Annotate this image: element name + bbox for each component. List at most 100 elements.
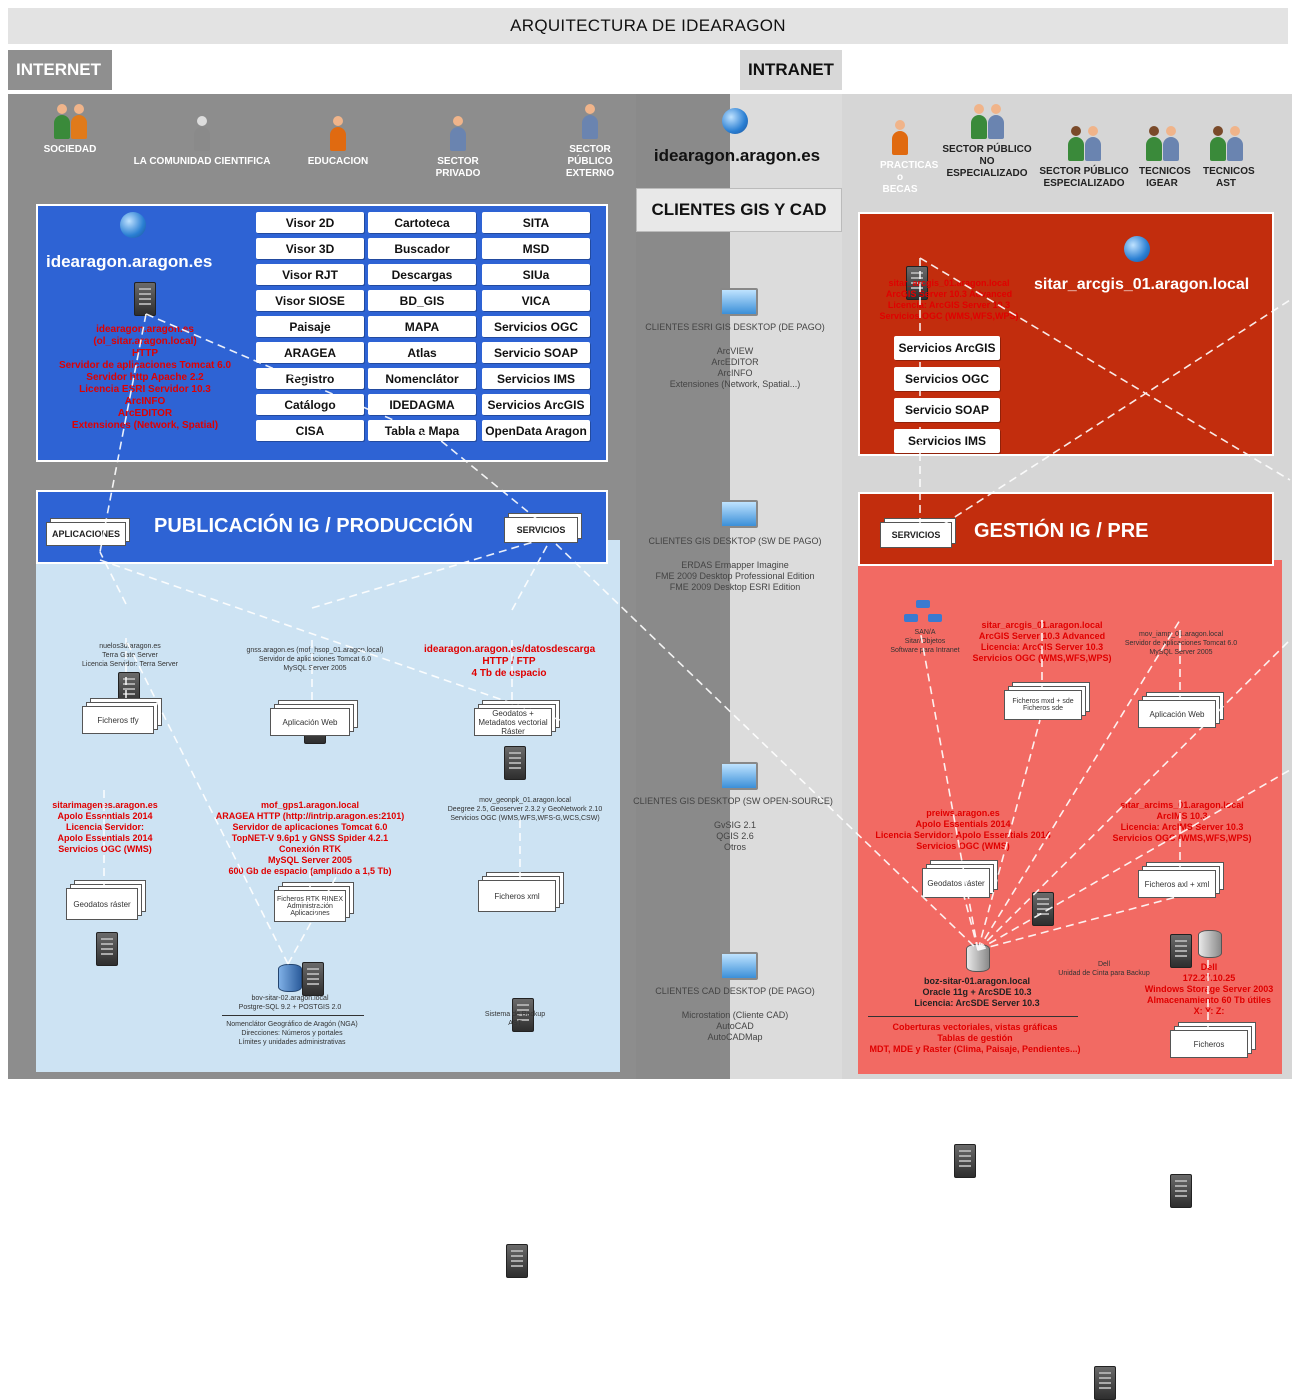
globe-icon bbox=[1124, 236, 1150, 262]
center-domain: idearagon.aragon.es bbox=[653, 146, 821, 165]
connection-lines bbox=[99, 257, 1291, 1030]
sitar-service-button[interactable]: Servicios IMS bbox=[894, 429, 1000, 453]
client-cad-title: CLIENTES CAD DESKTOP (DE PAGO) bbox=[655, 986, 815, 996]
link-line bbox=[99, 551, 127, 605]
app-col3-button[interactable]: Servicios ArcGIS bbox=[482, 394, 590, 415]
actor-educacion: EDUCACION bbox=[296, 116, 380, 168]
app-col3-button[interactable]: SITA bbox=[482, 212, 590, 233]
app-col2-button[interactable]: Tabla a Mapa bbox=[368, 420, 476, 441]
node-dell-cinta: Dell Unidad de Cinta para Backup bbox=[1058, 961, 1150, 977]
app-col1-button[interactable]: Visor SIOSE bbox=[256, 290, 364, 311]
management-title: GESTIÓN IG / PRE bbox=[974, 520, 1149, 542]
node-backup-ast: Sistema de Backup AST bbox=[484, 1011, 546, 1027]
app-col1-button[interactable]: Catálogo bbox=[256, 394, 364, 415]
doc-ficheros-mxd: Ficheros mxd + sde Ficheros sde bbox=[1004, 690, 1082, 720]
link-line bbox=[311, 539, 541, 609]
sitar-service-button[interactable]: Servicio SOAP bbox=[894, 398, 1000, 422]
actor-comunidad-cientifica: LA COMUNIDAD CIENTIFICA bbox=[122, 116, 282, 168]
app-col3-button[interactable]: MSD bbox=[482, 238, 590, 259]
database-icon bbox=[278, 964, 302, 992]
node-datosdescarga: idearagon.aragon.es/datosdescarga HTTP /… bbox=[424, 644, 596, 679]
app-col3-button[interactable]: Servicio SOAP bbox=[482, 342, 590, 363]
node-dell-storage: Dell 172.27.10.25 Windows Storage Server… bbox=[1144, 962, 1274, 1016]
app-col3-button[interactable]: Servicios IMS bbox=[482, 368, 590, 389]
clients-band-internet bbox=[636, 94, 730, 1079]
zone-label-internet: INTERNET bbox=[8, 50, 112, 90]
app-col3-button[interactable]: SIUa bbox=[482, 264, 590, 285]
people-icon bbox=[1067, 126, 1101, 162]
clients-band-intranet bbox=[730, 94, 842, 1079]
app-col2-button[interactable]: Atlas bbox=[368, 342, 476, 363]
app-col1-button[interactable]: Visor 2D bbox=[256, 212, 364, 233]
services-tag-pre: SERVICIOS bbox=[880, 522, 952, 548]
app-col2-button[interactable]: BD_GIS bbox=[368, 290, 476, 311]
app-col1-button[interactable]: Visor 3D bbox=[256, 238, 364, 259]
actor-sociedad: SOCIEDAD bbox=[30, 104, 110, 156]
link-line bbox=[99, 313, 147, 553]
sitar-service-button[interactable]: Servicios OGC bbox=[894, 367, 1000, 391]
doc-ficheros-axl: Ficheros axl + xml bbox=[1138, 870, 1216, 898]
app-col2-button[interactable]: Cartoteca bbox=[368, 212, 476, 233]
node-gnss: gnss.aragon.es (mof_hsop_01.aragon.local… bbox=[246, 647, 384, 672]
divider bbox=[868, 1016, 1078, 1017]
link-line bbox=[919, 257, 1291, 481]
actor-label: TECNICOS AST bbox=[1203, 166, 1255, 189]
sitar-service-button[interactable]: Servicios ArcGIS bbox=[894, 336, 1000, 360]
link-line bbox=[963, 895, 979, 951]
link-line bbox=[977, 719, 1041, 951]
app-col2-button[interactable]: Buscador bbox=[368, 238, 476, 259]
publication-zone bbox=[36, 540, 620, 1072]
node-boz-sitar-01-desc: Coberturas vectoriales, vistas gráficas … bbox=[869, 1022, 1081, 1054]
actor-label: EDUCACION bbox=[307, 156, 369, 167]
person-icon bbox=[194, 116, 210, 152]
server-icon bbox=[118, 672, 140, 706]
monitor-icon bbox=[720, 288, 758, 316]
app-col2-button[interactable]: IDEDAGMA bbox=[368, 394, 476, 415]
monitor-icon bbox=[720, 762, 758, 790]
doc-geodatos-metadatos: Geodatos + Metadatos vectorial Ráster bbox=[474, 708, 552, 736]
app-col2-button[interactable]: Nomenclátor bbox=[368, 368, 476, 389]
app-col3-button[interactable]: OpenData Aragon bbox=[482, 420, 590, 441]
node-boz-sitar-01: boz-sitar-01.aragon.local Oracle 11g + A… bbox=[914, 976, 1040, 1008]
person-icon bbox=[892, 120, 908, 156]
app-col2-button[interactable]: MAPA bbox=[368, 316, 476, 337]
app-col1-button[interactable]: CISA bbox=[256, 420, 364, 441]
actor-sector-publico-externo: SECTOR PÚBLICO EXTERNO bbox=[550, 104, 630, 180]
link-line bbox=[977, 619, 1181, 951]
client-gis-pago-items: ERDAS Ermapper Imagine FME 2009 Desktop … bbox=[655, 560, 815, 592]
client-esri-title: CLIENTES ESRI GIS DESKTOP (DE PAGO) bbox=[645, 322, 825, 332]
globe-icon bbox=[722, 108, 748, 134]
server-icon bbox=[1170, 934, 1192, 968]
link-line bbox=[919, 629, 979, 951]
actor-tecnicos-ast: TECNICOS AST bbox=[1194, 126, 1258, 190]
actor-label: TECNICOS IGEAR bbox=[1139, 166, 1191, 189]
server-icon bbox=[1094, 1366, 1116, 1400]
node-mof-gps1: mof_gps1.aragon.local ARAGEA HTTP (http:… bbox=[215, 800, 405, 876]
actor-practicas-becas: PRACTICAS o BECAS bbox=[864, 120, 938, 196]
app-col1-button[interactable]: ARAGEA bbox=[256, 342, 364, 363]
server-icon bbox=[906, 266, 928, 300]
app-col2-button[interactable]: Descargas bbox=[368, 264, 476, 285]
doc-aplicacion-web-pre: Aplicación Web bbox=[1138, 700, 1216, 728]
link-line bbox=[125, 639, 289, 965]
app-col1-button[interactable]: Paisaje bbox=[256, 316, 364, 337]
link-line bbox=[977, 769, 1291, 951]
link-line bbox=[943, 299, 1291, 525]
app-col1-button[interactable]: Visor RJT bbox=[256, 264, 364, 285]
server-icon bbox=[954, 1144, 976, 1178]
node-arcims: sitar_arcims_01.aragon.local ArcIMS 10.3… bbox=[1112, 800, 1252, 843]
server-icon bbox=[1170, 1174, 1192, 1208]
app-col3-button[interactable]: VICA bbox=[482, 290, 590, 311]
globe-icon bbox=[120, 212, 146, 238]
actor-label: SECTOR PÚBLICO NO ESPECIALIZADO bbox=[942, 144, 1032, 179]
doc-ficheros-xml: Ficheros xml bbox=[478, 880, 556, 912]
sitar-host: sitar_arcgis_01.aragon.local bbox=[1034, 276, 1250, 293]
doc-ficheros-rtk: Ficheros RTK RINEX Administración Aplica… bbox=[274, 890, 346, 922]
app-col3-button[interactable]: Servicios OGC bbox=[482, 316, 590, 337]
people-icon bbox=[970, 104, 1004, 140]
divider bbox=[222, 1015, 364, 1016]
person-icon bbox=[582, 104, 598, 140]
apps-tag: APLICACIONES bbox=[46, 522, 126, 546]
